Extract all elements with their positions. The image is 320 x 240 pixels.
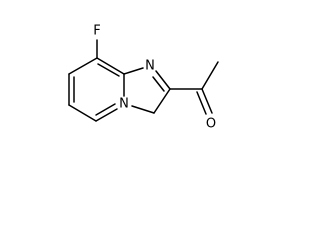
bond-c6-c5 xyxy=(68,104,97,122)
bond-carbonyl-oxygen-2 xyxy=(196,91,207,115)
bond-n1-c2-inner xyxy=(152,76,165,92)
bond-c8a-n1 xyxy=(123,67,144,75)
bond-c2-c3 xyxy=(153,88,171,114)
nitrogen-ring-label: N xyxy=(145,59,155,74)
structure-canvas: F N N O xyxy=(68,23,219,132)
bond-carbonyl-oxygen-1 xyxy=(201,88,213,114)
bond-c8-c8a-inner xyxy=(97,63,120,77)
bond-c8-c8a-outer xyxy=(96,57,125,75)
fluorine-label: F xyxy=(93,24,100,39)
bond-c3-n4 xyxy=(131,105,155,114)
bond-c5-n4-outer xyxy=(95,108,118,122)
bond-carbonyl-methyl xyxy=(201,61,219,90)
molecule-drawing: F N N O xyxy=(68,24,219,132)
oxygen-label: O xyxy=(206,117,216,132)
bond-n1-c2 xyxy=(155,70,171,90)
nitrogen-bridge-label: N xyxy=(119,97,129,112)
bond-c5-n4-inner xyxy=(95,103,116,116)
bond-c8-c7 xyxy=(68,57,98,75)
